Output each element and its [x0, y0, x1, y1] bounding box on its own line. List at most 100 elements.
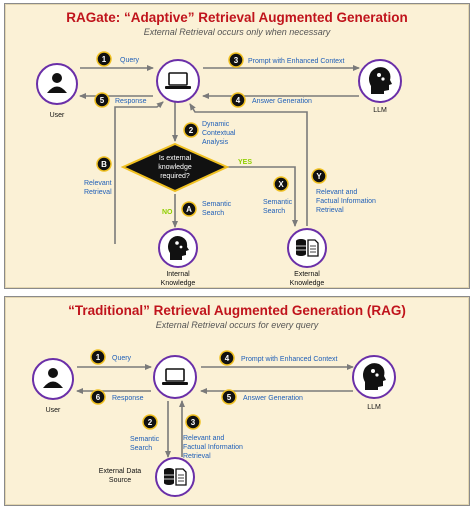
external-data-source-node: [155, 457, 195, 497]
decision-diamond: Is external knowledge required?: [120, 142, 230, 193]
step-4-label: Prompt with Enhanced Context: [241, 356, 338, 363]
step-3: 3 Prompt with Enhanced Context: [228, 52, 345, 68]
computer-node: [153, 355, 197, 399]
traditional-rag-diagram: “Traditional” Retrieval Augmented Genera…: [32, 303, 406, 497]
section-subtitle: External Retrieval occurs for every quer…: [156, 320, 319, 330]
step-6-badge: 6: [96, 393, 101, 402]
traditional-rag-panel: “Traditional” Retrieval Augmented Genera…: [4, 296, 470, 506]
step-2: 2 Semantic Search: [130, 414, 160, 452]
computer-node: [156, 59, 200, 103]
step-b: B Relevant Retrieval: [84, 156, 112, 196]
arrow-relevant-retrieval: [114, 101, 164, 244]
decision-line-1: Is external: [159, 155, 192, 162]
step-5-badge: 5: [100, 96, 105, 105]
step-2-badge: 2: [189, 126, 194, 135]
step-4-badge: 4: [236, 96, 241, 105]
step-5-label: Response: [115, 98, 147, 105]
flow-arrows: [79, 65, 360, 244]
external-data-source-label-2: Source: [109, 477, 131, 484]
step-a-line-2: Search: [202, 210, 224, 217]
external-knowledge-node: [287, 228, 327, 268]
section-title: “Traditional” Retrieval Augmented Genera…: [68, 303, 406, 318]
database-document-icon: [164, 468, 187, 486]
step-5: 5 Response: [94, 92, 147, 108]
step-1: 1 Query: [90, 349, 132, 365]
llm-label: LLM: [373, 107, 387, 114]
step-3-line-3: Retrieval: [183, 453, 211, 460]
step-y-line-1: Relevant and: [316, 189, 357, 196]
step-a-badge: A: [186, 205, 192, 214]
step-2-line-1: Dynamic: [202, 121, 230, 128]
step-x-line-2: Search: [263, 208, 285, 215]
step-b-line-1: Relevant: [84, 180, 112, 187]
step-5-badge: 5: [227, 393, 232, 402]
decision-line-2: knowledge: [158, 164, 192, 171]
step-5: 5 Answer Generation: [221, 389, 303, 405]
internal-knowledge-label-1: Internal: [166, 271, 190, 278]
step-3-badge: 3: [234, 56, 239, 65]
user-label: User: [50, 112, 65, 119]
llm-node: [358, 59, 402, 103]
step-2-line-2: Search: [130, 445, 152, 452]
arrow-factual-retrieval: [189, 103, 308, 226]
brain-head-icon: [369, 67, 392, 94]
llm-node: [352, 355, 396, 399]
step-x-line-1: Semantic: [263, 199, 293, 206]
external-knowledge-label-1: External: [294, 271, 320, 278]
step-3-line-2: Factual Information: [183, 444, 243, 451]
adaptive-rag-panel: RAGate: “Adaptive” Retrieval Augmented G…: [4, 3, 470, 289]
laptop-icon: [165, 72, 191, 89]
step-6-label: Response: [112, 395, 144, 402]
brain-head-icon: [168, 236, 189, 260]
yes-label: YES: [238, 159, 252, 166]
step-1-label: Query: [112, 355, 132, 362]
step-2-badge: 2: [148, 418, 153, 427]
user-icon: [43, 368, 63, 388]
step-y-line-2: Factual Information: [316, 198, 376, 205]
user-label: User: [46, 407, 61, 414]
arrow-yes: [227, 166, 298, 227]
step-b-badge: B: [101, 160, 107, 169]
adaptive-rag-diagram: RAGate: “Adaptive” Retrieval Augmented G…: [36, 10, 408, 287]
step-a: A Semantic Search: [181, 201, 232, 217]
step-2: 2 Dynamic Contextual Analysis: [183, 121, 236, 146]
step-x-badge: X: [278, 180, 284, 189]
internal-knowledge-label-2: Knowledge: [161, 280, 196, 287]
step-x: X Semantic Search: [263, 176, 293, 215]
internal-knowledge-node: [158, 228, 198, 268]
step-y-badge: Y: [316, 172, 322, 181]
step-3-label: Prompt with Enhanced Context: [248, 58, 345, 65]
external-data-source-label-1: External Data: [99, 468, 142, 475]
step-2-line-1: Semantic: [130, 436, 160, 443]
step-1-badge: 1: [96, 353, 101, 362]
step-5-label: Answer Generation: [243, 395, 303, 402]
external-knowledge-label-2: Knowledge: [290, 280, 325, 287]
step-6: 6 Response: [90, 389, 144, 405]
page-title: RAGate: “Adaptive” Retrieval Augmented G…: [66, 10, 408, 25]
step-3-line-1: Relevant and: [183, 435, 224, 442]
no-label: NO: [162, 209, 173, 216]
laptop-icon: [162, 368, 188, 385]
llm-label: LLM: [367, 404, 381, 411]
step-3: 3 Relevant and Factual Information Retri…: [183, 414, 243, 460]
step-1: 1 Query: [96, 51, 140, 67]
page-subtitle: External Retrieval occurs only when nece…: [144, 27, 331, 37]
step-4-label: Answer Generation: [252, 98, 312, 105]
step-y: Y Relevant and Factual Information Retri…: [311, 168, 376, 214]
user-icon: [47, 73, 67, 93]
step-b-line-2: Retrieval: [84, 189, 112, 196]
user-node: [36, 63, 78, 105]
step-1-label: Query: [120, 57, 140, 64]
step-1-badge: 1: [102, 55, 107, 64]
step-2-line-2: Contextual: [202, 130, 236, 137]
decision-line-3: required?: [160, 173, 190, 180]
step-a-line-1: Semantic: [202, 201, 232, 208]
brain-head-icon: [363, 363, 386, 390]
user-node: [32, 358, 74, 400]
step-2-line-3: Analysis: [202, 139, 229, 146]
step-4: 4 Answer Generation: [230, 92, 312, 108]
database-document-icon: [296, 239, 319, 257]
step-4: 4 Prompt with Enhanced Context: [219, 350, 338, 366]
step-3-badge: 3: [191, 418, 196, 427]
step-4-badge: 4: [225, 354, 230, 363]
